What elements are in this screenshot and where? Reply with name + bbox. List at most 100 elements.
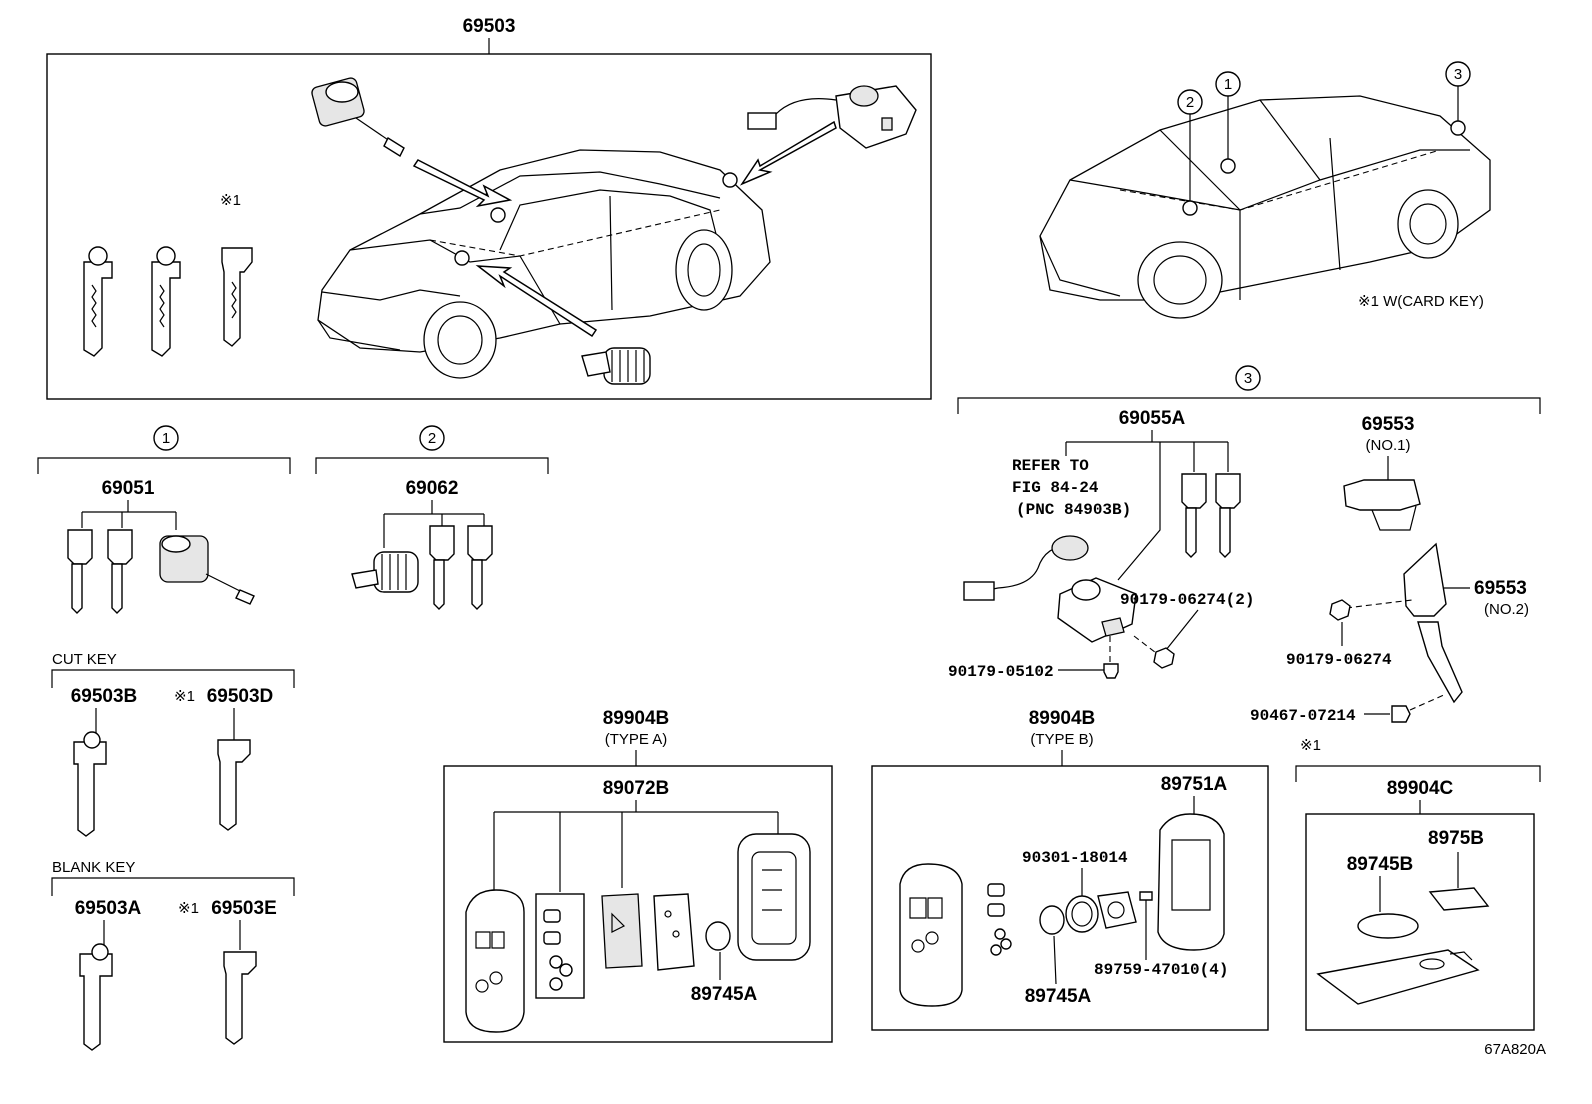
assembly-frame: [46, 53, 932, 400]
nut-icon: [1329, 599, 1351, 621]
key-case-cover-icon: [737, 833, 811, 961]
svg-text:90179-06274(2): 90179-06274(2): [1120, 591, 1254, 609]
svg-text:89904C: 89904C: [1387, 778, 1454, 799]
svg-text:89751A: 89751A: [1161, 774, 1228, 795]
cut-key-section: CUT KEY 69503B ※1 69503D: [51, 651, 295, 837]
key-icon: [107, 529, 133, 614]
svg-text:90179-05102: 90179-05102: [948, 663, 1054, 681]
battery-icon: [1357, 913, 1419, 939]
callout-1: 1: [1224, 76, 1232, 93]
svg-text:69553: 69553: [1362, 414, 1415, 435]
key-blank-icon: [79, 943, 113, 1051]
button-set-icon: [535, 893, 585, 999]
screw-icon: [1139, 891, 1153, 901]
key-card-insert-icon: [221, 247, 253, 347]
key-cut-icon: [73, 731, 107, 837]
remote-key-fob-icon: [899, 863, 963, 1007]
key-card-insert-icon: [217, 739, 251, 831]
vehicle-outline: [317, 149, 771, 379]
part-number-69503: 69503: [463, 16, 516, 37]
bracket-no2-icon: [1403, 542, 1463, 704]
svg-text:89745A: 89745A: [691, 984, 758, 1005]
key-blank-icon: [151, 246, 181, 357]
svg-text:69503D: 69503D: [207, 686, 274, 707]
svg-text:(NO.1): (NO.1): [1366, 437, 1411, 454]
svg-text:※1: ※1: [178, 900, 199, 917]
key-icon: [467, 525, 493, 610]
button-set-icon: [987, 883, 1012, 956]
svg-text:69553: 69553: [1474, 578, 1527, 599]
seal-plate-icon: [1097, 891, 1137, 929]
key-case-cover-icon: [1157, 813, 1225, 951]
svg-text:89745A: 89745A: [1025, 986, 1092, 1007]
blank-key-section: BLANK KEY 69503A ※1 69503E: [51, 859, 295, 1051]
battery-icon: [1039, 905, 1065, 935]
card-plate-icon: [1428, 887, 1490, 911]
svg-text:※1: ※1: [174, 688, 195, 705]
note-mark: ※1: [220, 192, 241, 209]
svg-text:69503E: 69503E: [211, 898, 277, 919]
svg-text:(TYPE A): (TYPE A): [605, 731, 668, 748]
callout-2: 2: [1186, 94, 1194, 111]
cut-key-label: CUT KEY: [52, 651, 117, 668]
car-locator-view: 2 1 3 ※1 W(CARD KEY): [1039, 61, 1491, 319]
svg-text:2: 2: [428, 430, 436, 447]
svg-text:8975B: 8975B: [1428, 828, 1484, 849]
svg-text:89072B: 89072B: [603, 778, 670, 799]
svg-text:90179-06274: 90179-06274: [1286, 651, 1392, 669]
clip-icon: [1391, 705, 1411, 723]
glove-box-cylinder-icon: [351, 551, 419, 593]
ignition-switch-icon: [747, 85, 917, 149]
group-2-69062: 2 69062: [315, 425, 549, 610]
svg-text:※1: ※1: [1300, 737, 1321, 754]
svg-text:90467-07214: 90467-07214: [1250, 707, 1356, 725]
svg-text:REFER TO: REFER TO: [1012, 457, 1089, 475]
card-key-icon: [1316, 949, 1480, 1005]
svg-text:69503A: 69503A: [75, 898, 142, 919]
svg-text:89759-47010(4): 89759-47010(4): [1094, 961, 1228, 979]
svg-text:69062: 69062: [406, 478, 459, 499]
circuit-board-icon: [601, 893, 643, 969]
svg-text:1: 1: [162, 430, 170, 447]
svg-text:89904B: 89904B: [1029, 708, 1096, 729]
card-key-note: ※1 W(CARD KEY): [1358, 293, 1484, 310]
svg-text:69051: 69051: [102, 478, 155, 499]
blank-key-label: BLANK KEY: [52, 859, 135, 876]
card-key-89904C: ※1 89904C 8975B 89745B: [1295, 737, 1541, 1031]
door-lock-cylinder-icon: [159, 535, 255, 605]
svg-text:(NO.2): (NO.2): [1484, 601, 1529, 618]
svg-text:(TYPE B): (TYPE B): [1030, 731, 1093, 748]
diagram-id: 67A820A: [1484, 1041, 1546, 1058]
group-3-69055A: 3 69055A REFER TO FIG 84-24 (PNC 84903B)…: [948, 365, 1541, 725]
svg-text:(PNC 84903B): (PNC 84903B): [1016, 501, 1131, 519]
bolt-icon: [1103, 663, 1119, 679]
door-lock-cylinder-icon: [311, 77, 405, 158]
inner-case-icon: [653, 893, 695, 971]
callout-3: 3: [1454, 66, 1462, 83]
key-icon: [429, 525, 455, 610]
svg-text:3: 3: [1244, 370, 1252, 387]
svg-text:89904B: 89904B: [603, 708, 670, 729]
remote-type-b: 89904B (TYPE B) 89751A 90301-18014 89: [871, 708, 1269, 1031]
key-icon: [1181, 473, 1207, 558]
remote-type-a: 89904B (TYPE A) 89072B 89745A: [443, 708, 833, 1043]
nut-icon: [1153, 647, 1175, 669]
key-card-insert-icon: [223, 951, 257, 1045]
key-icon: [1215, 473, 1241, 558]
svg-text:69055A: 69055A: [1119, 408, 1186, 429]
glove-box-cylinder-icon: [581, 347, 651, 385]
svg-text:89745B: 89745B: [1347, 854, 1414, 875]
svg-text:69503B: 69503B: [71, 686, 138, 707]
remote-key-fob-icon: [465, 889, 525, 1033]
o-ring-icon: [1065, 895, 1099, 933]
bracket-no1-icon: [1343, 479, 1421, 531]
key-cut-icon: [83, 246, 113, 357]
pointer-arrows: [412, 120, 837, 338]
key-icon: [67, 529, 93, 614]
battery-icon: [705, 921, 731, 951]
svg-text:FIG 84-24: FIG 84-24: [1012, 479, 1099, 497]
ignition-switch-icon: [963, 535, 1137, 643]
group-1-69051: 1 69051: [37, 425, 291, 614]
svg-text:90301-18014: 90301-18014: [1022, 849, 1128, 867]
